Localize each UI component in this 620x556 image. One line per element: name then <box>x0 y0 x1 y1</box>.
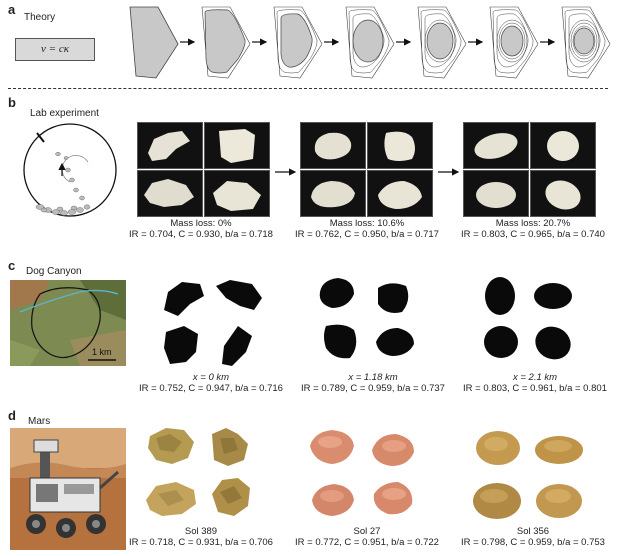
lab-caption-0: Mass loss: 0% IR = 0.704, C = 0.930, b/a… <box>118 218 284 240</box>
equation-box: v = cκ <box>15 38 95 61</box>
lab-photo-2-3 <box>530 170 596 217</box>
mars-caption-1-line2: IR = 0.772, C = 0.951, b/a = 0.722 <box>295 537 439 548</box>
theory-shape-4 <box>417 6 467 79</box>
mars-rock-1-2 <box>312 484 354 516</box>
mars-rock-1-1 <box>372 434 414 466</box>
canyon-caption-1-line1: x = 1.18 km <box>348 372 398 383</box>
lab-photo-2-0 <box>463 122 529 169</box>
canyon-caption-1: x = 1.18 km IR = 0.789, C = 0.959, b/a =… <box>290 372 456 394</box>
mars-caption-0-line2: IR = 0.718, C = 0.931, b/a = 0.706 <box>129 537 273 548</box>
theory-shape-1 <box>201 6 251 79</box>
lab-photo-0-3 <box>204 170 270 217</box>
panel-divider <box>8 88 608 89</box>
mars-rock-1-0 <box>310 430 354 464</box>
lab-photo-0-1 <box>204 122 270 169</box>
mars-caption-2: Sol 356 IR = 0.798, C = 0.959, b/a = 0.7… <box>450 526 616 548</box>
mars-rock-2-3 <box>536 484 582 518</box>
canyon-caption-0: x = 0 km IR = 0.752, C = 0.947, b/a = 0.… <box>128 372 294 394</box>
mars-rock-0-3 <box>212 478 250 516</box>
mars-rock-0-2 <box>146 482 196 516</box>
mars-rock-2-0 <box>476 431 520 465</box>
panel-a-label: a <box>8 2 16 17</box>
canyon-caption-1-line2: IR = 0.789, C = 0.959, b/a = 0.737 <box>301 383 445 394</box>
panel-d-title: Mars <box>28 416 51 427</box>
theory-shape-0 <box>129 6 179 79</box>
theory-shape-6 <box>561 6 611 79</box>
silhouette-2-0 <box>485 277 515 315</box>
silhouette-1-2 <box>324 324 357 359</box>
theory-shape-sequence <box>129 6 611 79</box>
theory-shape-2 <box>273 6 323 79</box>
mars-caption-2-line1: Sol 356 <box>516 526 550 537</box>
mars-rock-0-0 <box>148 428 194 464</box>
lab-caption-2-line2: IR = 0.803, C = 0.965, b/a = 0.740 <box>461 229 605 240</box>
mars-caption-0-line1: Sol 389 <box>184 526 218 537</box>
mars-caption-1-line1: Sol 27 <box>353 526 381 537</box>
panel-c-title: Dog Canyon <box>26 266 82 277</box>
silhouette-0-3 <box>222 326 252 366</box>
lab-photo-2-1 <box>530 122 596 169</box>
mars-rock-2-2 <box>473 483 521 519</box>
mars-caption-1: Sol 27 IR = 0.772, C = 0.951, b/a = 0.72… <box>284 526 450 548</box>
mars-rover-image <box>10 428 126 550</box>
lab-photo-1-3 <box>367 170 433 217</box>
canyon-caption-2-line1: x = 2.1 km <box>512 372 558 383</box>
silhouette-0-0 <box>164 282 204 316</box>
silhouette-2-3 <box>535 326 571 360</box>
mars-caption-0: Sol 389 IR = 0.718, C = 0.931, b/a = 0.7… <box>118 526 284 548</box>
silhouette-2-1 <box>534 283 572 309</box>
lab-caption-2: Mass loss: 20.7% IR = 0.803, C = 0.965, … <box>450 218 616 240</box>
lab-photo-1-2 <box>300 170 366 217</box>
lab-photo-0-0 <box>137 122 203 169</box>
mars-rock-2-1 <box>535 436 583 464</box>
lab-caption-1-line2: IR = 0.762, C = 0.950, b/a = 0.717 <box>295 229 439 240</box>
canyon-caption-0-line1: x = 0 km <box>192 372 230 383</box>
lab-photo-1-0 <box>300 122 366 169</box>
mars-rock-1-3 <box>373 482 413 515</box>
panel-d-label: d <box>8 408 16 423</box>
canyon-caption-0-line2: IR = 0.752, C = 0.947, b/a = 0.716 <box>139 383 283 394</box>
lab-caption-1: Mass loss: 10.6% IR = 0.762, C = 0.950, … <box>284 218 450 240</box>
silhouette-0-1 <box>216 280 262 310</box>
lab-arrow-1 <box>275 168 297 176</box>
panel-c-label: c <box>8 258 16 273</box>
lab-caption-0-line2: IR = 0.704, C = 0.930, b/a = 0.718 <box>129 229 273 240</box>
dog-canyon-map: 1 km <box>10 280 126 366</box>
mars-rock-0-1 <box>212 428 248 466</box>
silhouette-1-3 <box>376 328 414 356</box>
mars-caption-2-line2: IR = 0.798, C = 0.959, b/a = 0.753 <box>461 537 605 548</box>
tumbler-diagram <box>23 123 117 217</box>
map-scale-label: 1 km <box>92 347 112 357</box>
lab-photo-1-1 <box>367 122 433 169</box>
lab-caption-2-line1: Mass loss: 20.7% <box>495 218 571 229</box>
theory-shape-5 <box>489 6 539 79</box>
theory-shape-3 <box>345 6 395 79</box>
canyon-caption-2: x = 2.1 km IR = 0.803, C = 0.961, b/a = … <box>452 372 618 394</box>
lab-caption-1-line1: Mass loss: 10.6% <box>329 218 405 229</box>
panel-b-label: b <box>8 95 16 110</box>
lab-photo-2-2 <box>463 170 529 217</box>
lab-arrow-2 <box>438 168 460 176</box>
silhouette-1-1 <box>378 283 409 313</box>
panel-b-title: Lab experiment <box>30 108 99 119</box>
lab-caption-0-line1: Mass loss: 0% <box>170 218 232 229</box>
silhouette-1-0 <box>319 278 354 308</box>
lab-photo-0-2 <box>137 170 203 217</box>
silhouette-0-2 <box>164 326 198 364</box>
silhouette-2-2 <box>484 326 518 358</box>
canyon-caption-2-line2: IR = 0.803, C = 0.961, b/a = 0.801 <box>463 383 607 394</box>
panel-a-title: Theory <box>24 12 56 23</box>
